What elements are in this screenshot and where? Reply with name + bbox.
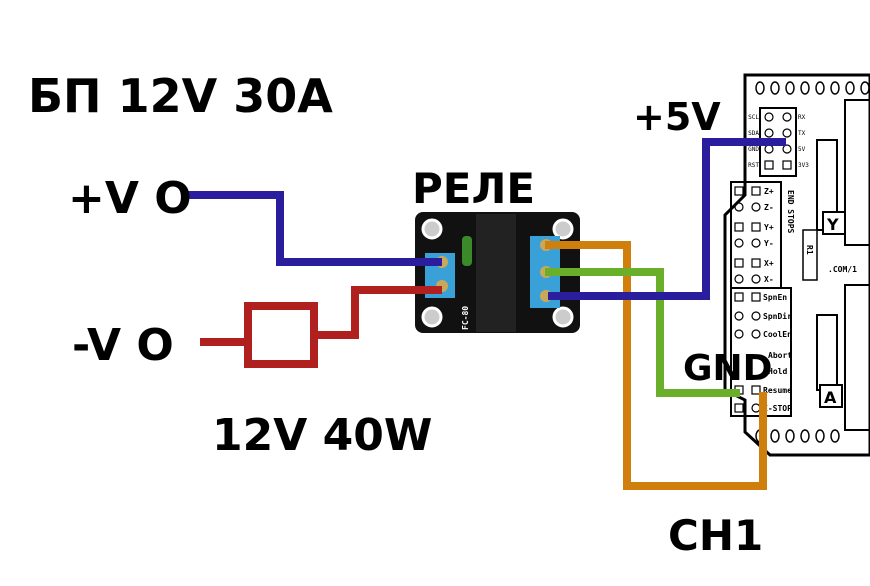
pin-label: Z+ [764,187,774,196]
header-pin-label-3v3: 3V3 [798,162,809,169]
wire-red-power [200,286,442,346]
header-pin-label-5v: 5V [798,146,806,153]
pin-label: Hold [768,367,787,376]
plus-v-label: +V O [68,173,192,224]
pin-label: X- [764,275,774,284]
header-pin-label-rst: RST [748,162,759,169]
pin-label: CoolEn [763,330,792,339]
pin-label: Z- [764,203,774,212]
plus-5v-label: +5V [633,95,721,139]
pin-label: Y- [764,239,774,248]
relay-label: РЕЛЕ [412,164,535,213]
wire-orange-ch1 [545,241,767,490]
load-box [244,302,318,368]
top-pin-row [755,81,870,95]
url-label: .COM/1 [828,265,857,274]
header-pin-label-scl: SCL [748,114,759,121]
resistor-label: R1 [805,245,814,255]
pin-label: Y+ [764,223,774,232]
relay-module: FC-80 [415,212,580,333]
pin-label: SpnDir [763,311,792,321]
header-pin-label-tx: TX [798,130,806,137]
load-label: 12V 40W [212,410,432,461]
end-stops-title: END STOPS [786,190,795,234]
header-pin-label-sda: SDA [748,130,759,137]
pin-label: Resume [763,386,792,395]
header-pin-label-rx: RX [798,114,806,121]
ch1-label: CH1 [668,511,763,560]
wire-green-gnd [545,268,740,397]
pin-label: E-STOP [763,404,792,413]
wire-blue-5v [548,138,786,300]
minus-v-label: -V O [72,320,174,371]
wire-blue-power [185,191,442,266]
pin-label: SpnEn [763,293,787,302]
pin-label: Abort [768,351,792,360]
header-pin-label-gnd: GND [748,146,759,153]
controller-board: SCL SDA GND RST RX TX 5V 3V3 Z+ Z- Y+ Y-… [723,73,870,457]
axis-label-y: Y [826,215,839,234]
gnd-label: GND [683,348,773,389]
pin-label: X+ [764,259,774,268]
axis-label-a: A [824,388,837,407]
relay-silkscreen: FC-80 [461,306,470,330]
power-supply-label: БП 12V 30A [28,69,333,123]
